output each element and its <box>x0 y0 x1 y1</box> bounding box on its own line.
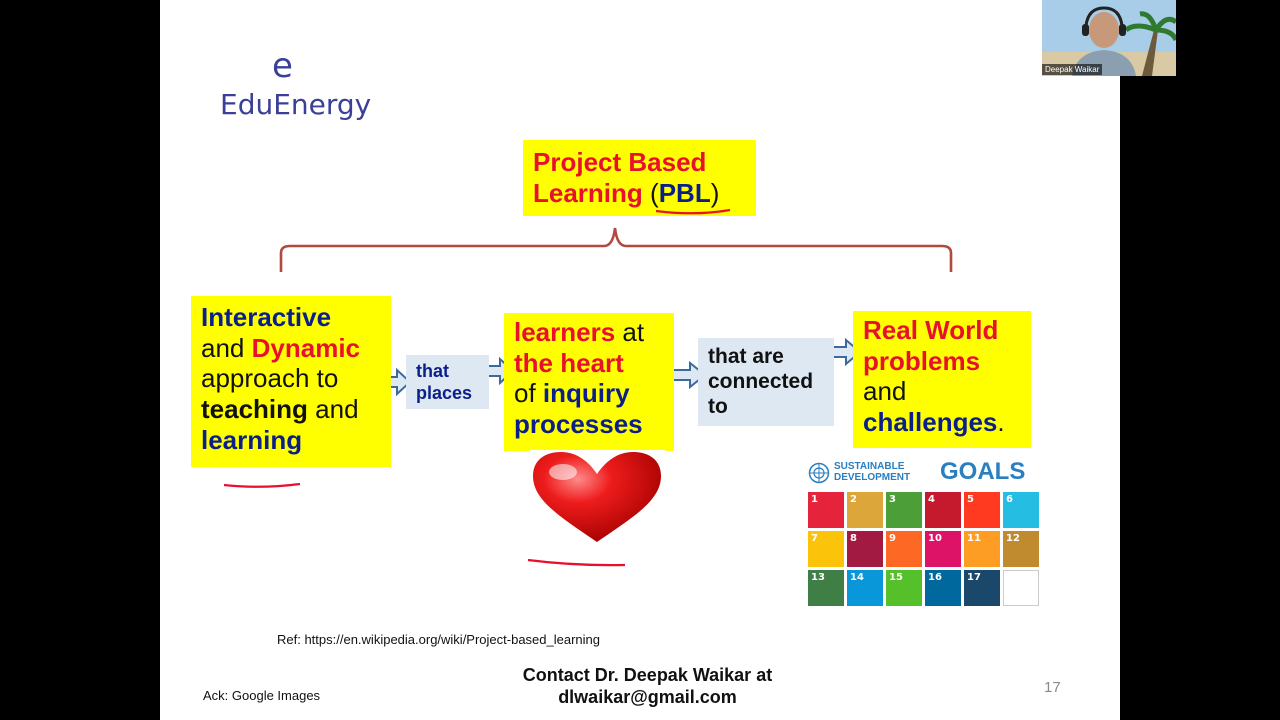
sdg-tile: 1 <box>808 492 844 528</box>
contact-info: Contact Dr. Deepak Waikar at dlwaikar@gm… <box>522 665 773 707</box>
title-line1: Project Based <box>533 147 707 177</box>
sdg-tile: 11 <box>964 531 1000 567</box>
sdg-tile: 7 <box>808 531 844 567</box>
sdg-tile: 15 <box>886 570 922 606</box>
connector-that-are-connected-to: that are connected to <box>698 338 834 426</box>
definition-box-real-world: Real World problems and challenges. <box>853 311 1031 448</box>
participant-name-label: Deepak Waikar <box>1042 64 1103 75</box>
heart-underline <box>527 558 626 567</box>
presentation-slide: e EduEnergy Project Based Learning (PBL)… <box>160 0 1120 720</box>
sdg-tile: 10 <box>925 531 961 567</box>
sdg-tile: 4 <box>925 492 961 528</box>
sdg-tile: 5 <box>964 492 1000 528</box>
sdg-tile: 6 <box>1003 492 1039 528</box>
webcam-thumbnail[interactable]: Deepak Waikar <box>1042 0 1176 76</box>
title-line2: Learning (PBL) <box>533 177 720 208</box>
reference-text: Ref: https://en.wikipedia.org/wiki/Proje… <box>277 632 601 647</box>
sdg-tile: 13 <box>808 570 844 606</box>
un-emblem-icon <box>808 462 830 484</box>
sdg-title: SUSTAINABLE DEVELOPMENT GOALS <box>834 458 1026 485</box>
definition-box-learners: learners at the heart of inquiry process… <box>504 313 674 451</box>
sdg-tile: 8 <box>847 531 883 567</box>
page-number: 17 <box>1044 679 1061 696</box>
sdg-tile: 9 <box>886 531 922 567</box>
sdg-tile: 16 <box>925 570 961 606</box>
title-box: Project Based Learning (PBL) <box>523 140 756 216</box>
learning-underline <box>223 482 301 488</box>
sdg-tile: 17 <box>964 570 1000 606</box>
brace <box>279 227 953 272</box>
sdg-tile <box>1003 570 1039 606</box>
logo-mark: e <box>272 46 293 86</box>
connector-that-places: that places <box>406 355 489 409</box>
sdg-tile: 14 <box>847 570 883 606</box>
sdg-tile: 12 <box>1003 531 1039 567</box>
logo-text: EduEnergy <box>220 88 372 121</box>
definition-box-approach: Interactive and Dynamic approach to teac… <box>191 296 391 467</box>
heart-icon <box>533 452 661 542</box>
heart-image <box>529 450 665 548</box>
sdg-tile: 3 <box>886 492 922 528</box>
pbl-abbr: PBL <box>658 177 711 208</box>
sdg-tile: 2 <box>847 492 883 528</box>
acknowledgement-text: Ack: Google Images <box>203 688 321 703</box>
